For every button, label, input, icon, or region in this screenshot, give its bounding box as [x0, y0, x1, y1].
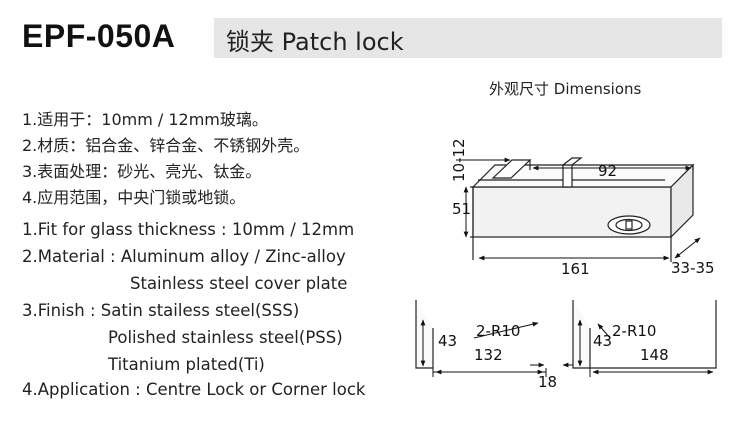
left-dim-gap: 18	[538, 373, 557, 391]
patch-lock-drawing	[470, 157, 695, 262]
left-dim-height: 43	[438, 332, 457, 350]
dim-total-length: 161	[561, 260, 590, 278]
spec-en-finish-ti: Titanium plated(Ti)	[108, 355, 265, 374]
right-dim-radius: 2-R10	[612, 322, 656, 340]
spec-en-application: 4.Application : Centre Lock or Corner lo…	[22, 380, 366, 399]
spec-cn-4: 4.应用范围，中央门锁或地锁。	[22, 188, 246, 207]
left-dim-radius: 2-R10	[476, 322, 520, 340]
spec-en-fit: 1.Fit for glass thickness : 10mm / 12mm	[22, 220, 355, 239]
dim-depth: 33-35	[671, 259, 715, 277]
dim-height: 51	[452, 200, 471, 218]
spec-cn-2: 2.材质：铝合金、锌合金、不锈钢外壳。	[22, 136, 310, 155]
right-dim-length: 148	[640, 346, 669, 364]
model-number: EPF-050A	[22, 18, 176, 54]
spec-cn-3: 3.表面处理：砂光、亮光、钛金。	[22, 162, 262, 181]
spec-en-material: 2.Material : Aluminum alloy / Zinc-alloy	[22, 247, 346, 266]
dimensions-caption: 外观尺寸 Dimensions	[489, 80, 642, 98]
spec-en-finish: 3.Finish : Satin stailess steel(SSS)	[22, 301, 300, 320]
product-title: 锁夹 Patch lock	[226, 28, 404, 56]
dim-glass-thickness: 10-12	[450, 138, 468, 182]
spec-cn-1: 1.适用于：10mm / 12mm玻璃。	[22, 110, 268, 129]
dim-top-length: 92	[598, 162, 617, 180]
left-dim-length: 132	[474, 346, 503, 364]
glass-cutout-left	[415, 300, 434, 369]
right-dim-height: 43	[593, 332, 612, 350]
spec-en-finish-pss: Polished stainless steel(PSS)	[108, 328, 343, 347]
spec-en-material-cont: Stainless steel cover plate	[130, 274, 348, 293]
title-band	[214, 18, 722, 58]
